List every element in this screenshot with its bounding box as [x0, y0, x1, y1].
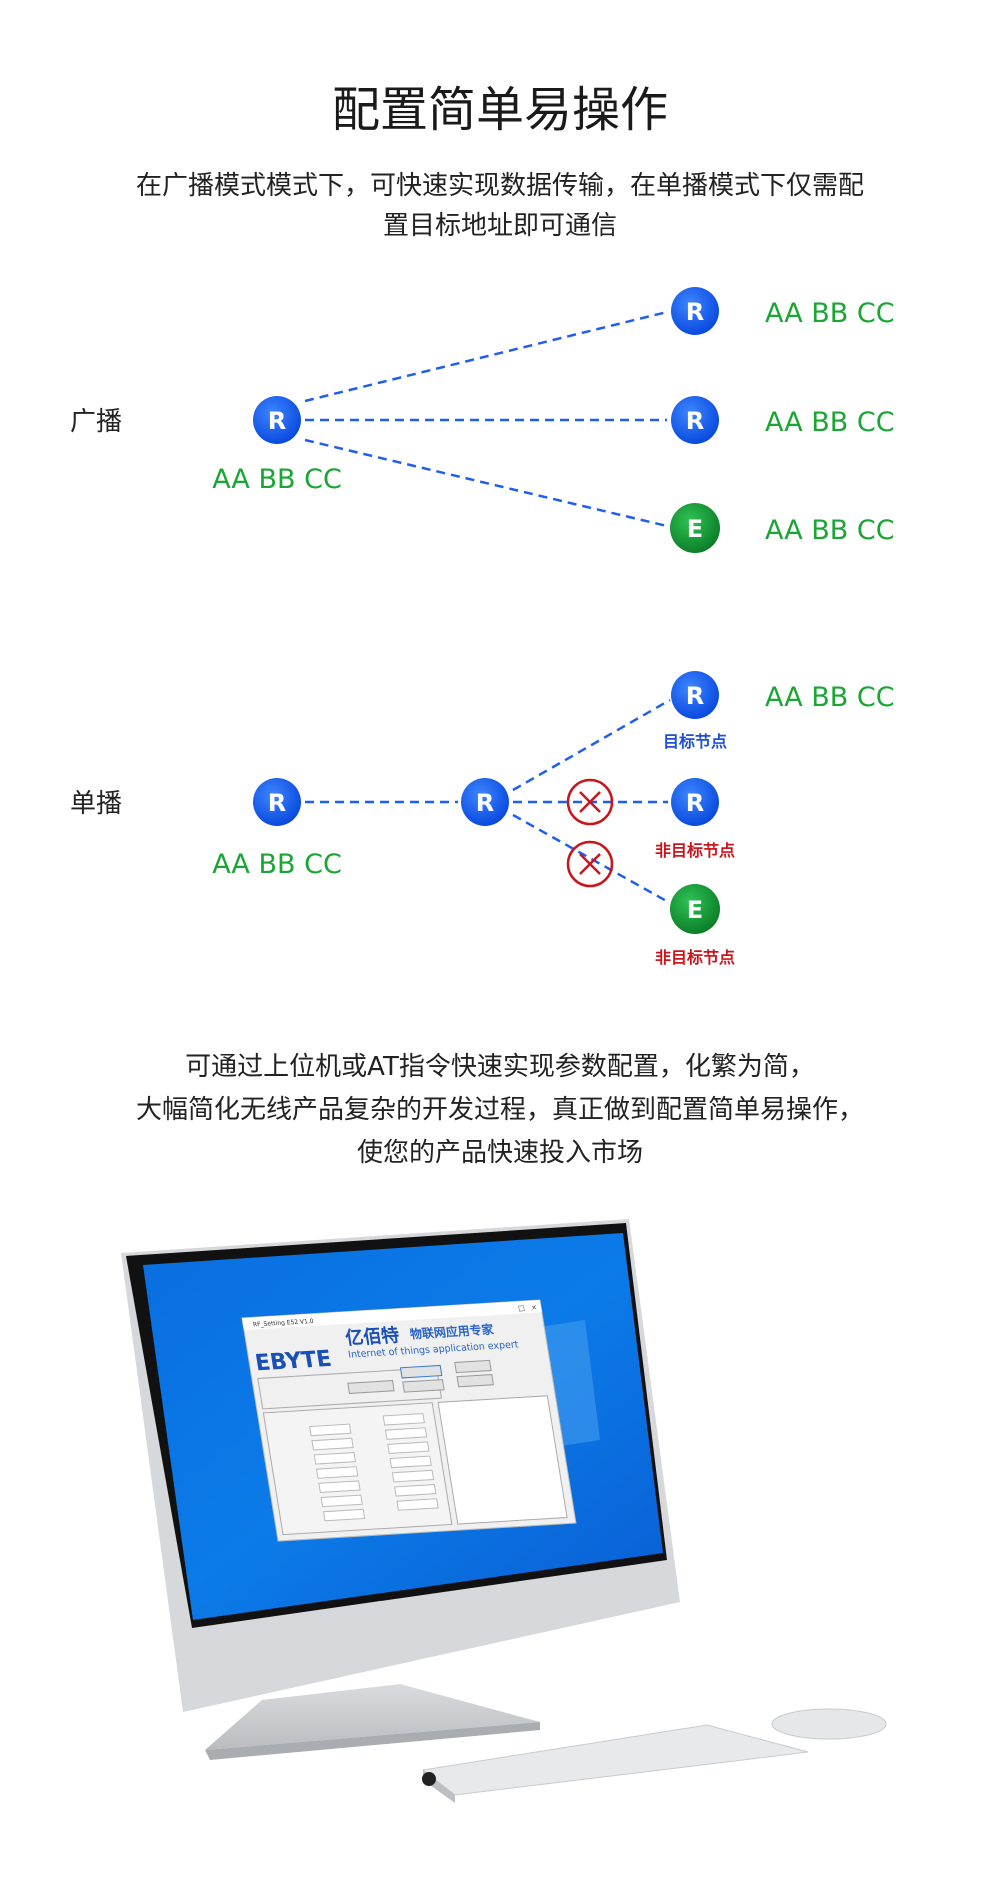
address-label: AA BB CC	[765, 298, 895, 329]
open-port-button[interactable]	[347, 1380, 395, 1394]
svg-text:R: R	[268, 407, 286, 435]
node-e-icon: E	[670, 884, 720, 934]
mouse	[771, 1708, 887, 1740]
reset-button[interactable]	[456, 1374, 495, 1388]
broadcast-link	[304, 438, 668, 528]
svg-text:E: E	[687, 896, 703, 924]
broadcast-link	[304, 310, 668, 403]
ebyte-logo: EBYTE	[253, 1346, 333, 1377]
address-label: AA BB CC	[212, 849, 342, 880]
address-label: AA BB CC	[765, 682, 895, 713]
network-diagrams: 广播 单播 R AA BB CC R AA BB CC R AA BB CC E…	[70, 287, 895, 967]
unicast-link	[512, 698, 671, 792]
subtitle-line: 置目标地址即可通信	[382, 211, 617, 241]
description-line: 大幅简化无线产品复杂的开发过程，真正做到配置简单易操作，	[135, 1095, 864, 1125]
slogan-cn: 物联网应用专家	[409, 1321, 496, 1341]
node-r-icon: R	[253, 778, 301, 826]
node-r-icon: R	[671, 287, 719, 335]
default-button[interactable]	[454, 1359, 492, 1374]
subtitle-line: 在广播模式模式下，可快速实现数据传输，在单播模式下仅需配	[135, 171, 864, 201]
brand-cn: 亿佰特	[344, 1324, 401, 1349]
node-e-icon: E	[670, 503, 720, 553]
node-r-icon: R	[671, 671, 719, 719]
app-window: RF_Setting E52 V1.0 × □ EBYTE 亿佰特 物联网应用专…	[241, 1299, 577, 1542]
unicast-label: 单播	[70, 789, 122, 819]
app-window-title: RF_Setting E52 V1.0	[253, 1318, 315, 1329]
write-params-button[interactable]	[402, 1379, 445, 1393]
node-r-icon: R	[461, 778, 509, 826]
svg-text:R: R	[686, 789, 704, 817]
node-r-icon: R	[671, 396, 719, 444]
page-title: 配置简单易操作	[331, 82, 668, 138]
close-icon[interactable]: ×	[530, 1302, 537, 1311]
target-node-caption: 目标节点	[663, 732, 727, 751]
subtitle: 在广播模式模式下，可快速实现数据传输，在单播模式下仅需配 置目标地址即可通信	[0, 166, 1000, 246]
unicast-link	[512, 813, 671, 905]
svg-text:R: R	[476, 789, 494, 817]
non-target-node-caption: 非目标节点	[655, 841, 735, 860]
svg-text:R: R	[686, 298, 704, 326]
description-line: 使您的产品快速投入市场	[356, 1138, 643, 1168]
address-label: AA BB CC	[765, 407, 895, 438]
node-r-icon: R	[671, 778, 719, 826]
monitor-stand	[205, 1684, 540, 1750]
blocked-x-icon	[566, 778, 614, 826]
keyboard	[421, 1724, 809, 1796]
svg-text:R: R	[686, 407, 704, 435]
computer-illustration: RF_Setting E52 V1.0 × □ EBYTE 亿佰特 物联网应用专…	[121, 1219, 887, 1803]
broadcast-label: 广播	[70, 407, 122, 437]
node-r-icon: R	[253, 396, 301, 444]
address-label: AA BB CC	[212, 464, 342, 495]
description-line: 可通过上位机或AT指令快速实现参数配置，化繁为简，	[185, 1052, 815, 1082]
description: 可通过上位机或AT指令快速实现参数配置，化繁为简， 大幅简化无线产品复杂的开发过…	[0, 1046, 1000, 1175]
maximize-icon[interactable]: □	[517, 1303, 525, 1312]
svg-text:R: R	[268, 789, 286, 817]
read-params-button[interactable]	[399, 1364, 443, 1379]
blocked-x-icon	[566, 840, 614, 888]
svg-text:R: R	[686, 682, 704, 710]
svg-text:E: E	[687, 515, 703, 543]
address-label: AA BB CC	[765, 515, 895, 546]
log-output-area[interactable]	[437, 1395, 568, 1525]
non-target-node-caption: 非目标节点	[655, 948, 735, 967]
